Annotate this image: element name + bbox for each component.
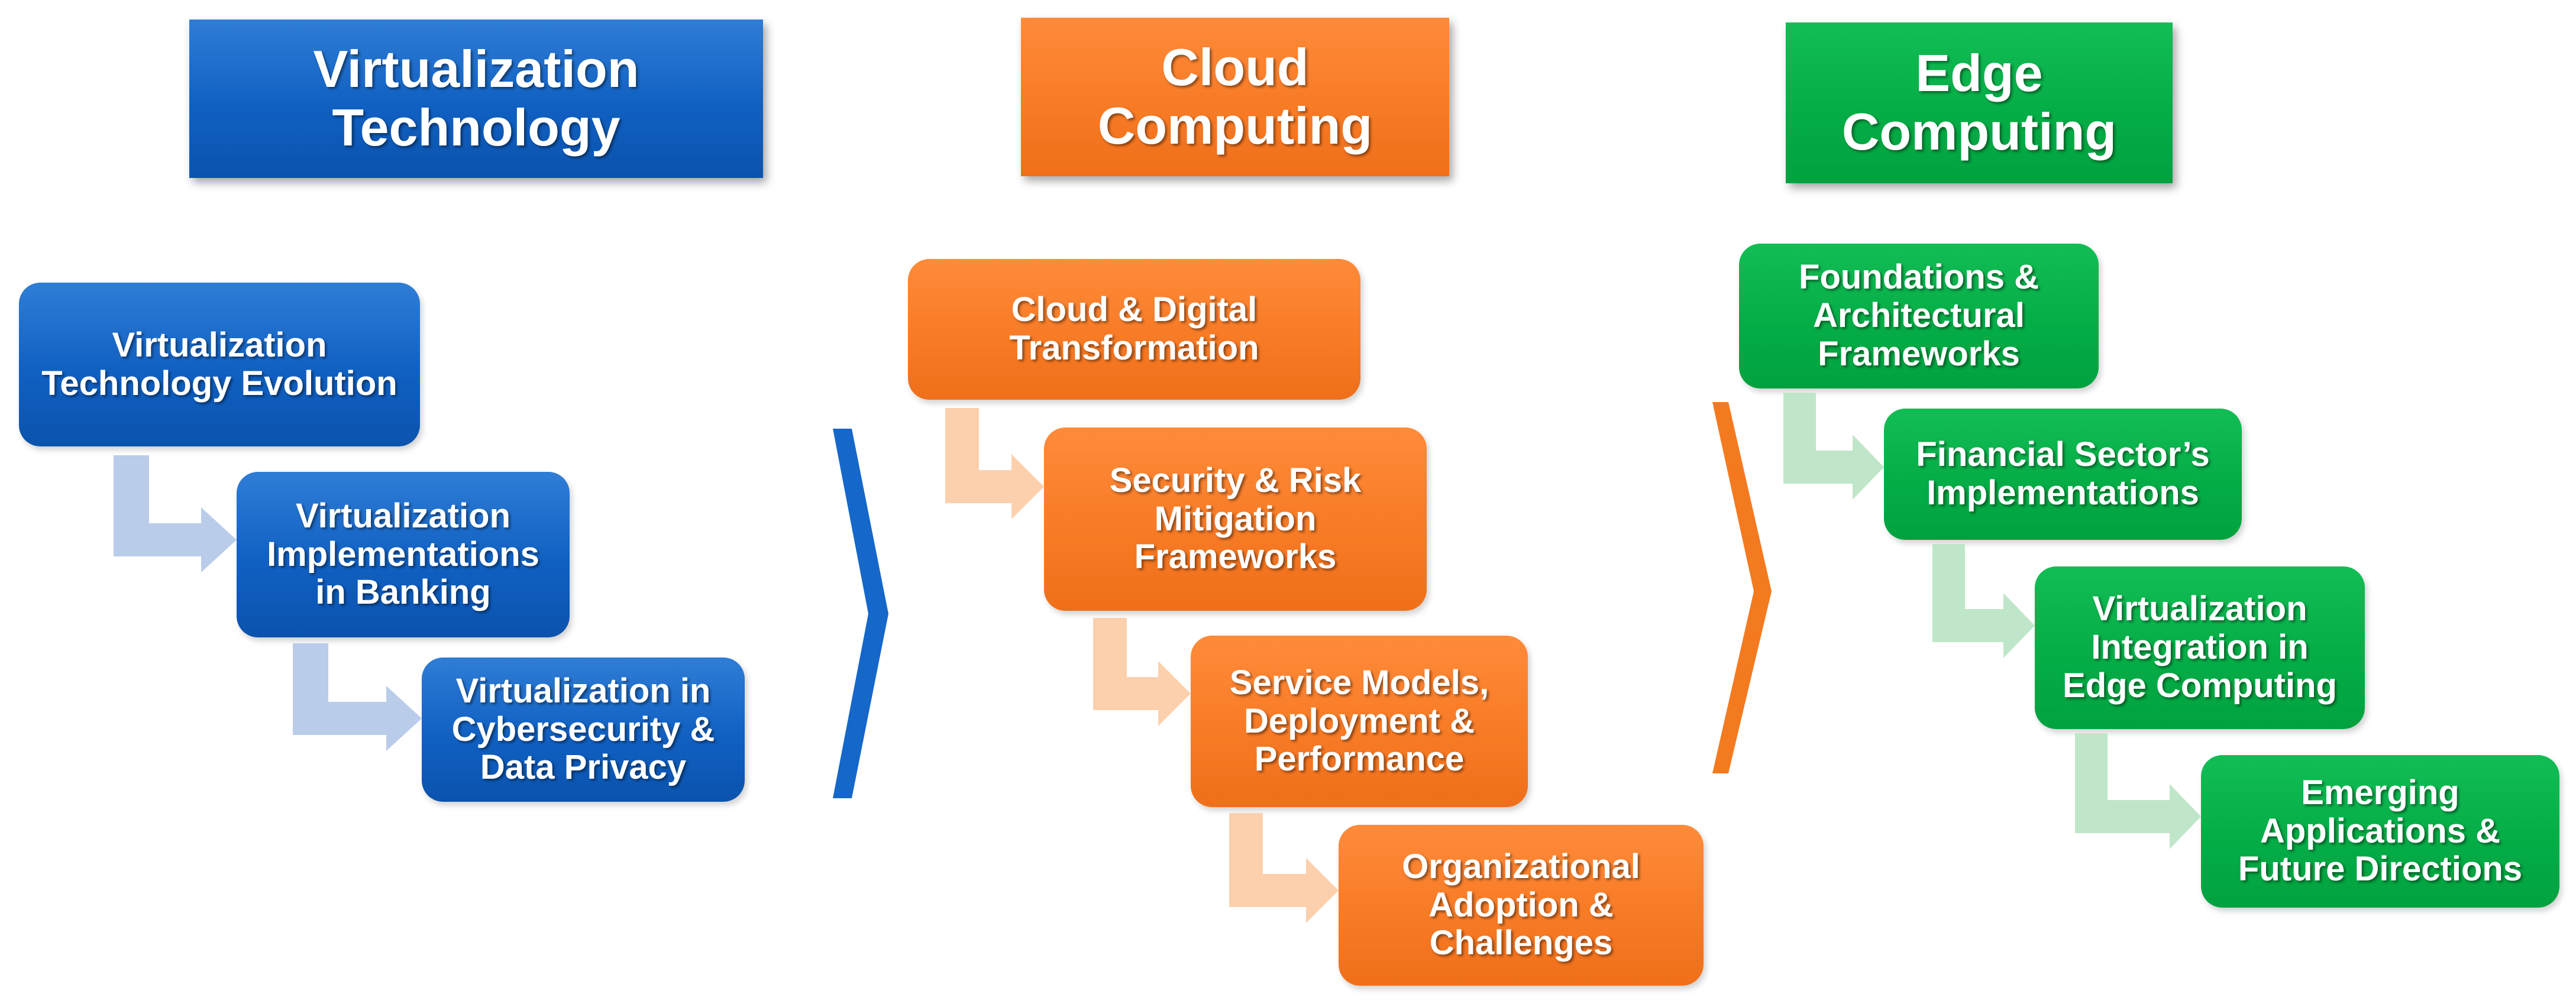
- bent-arrow-icon: [2075, 733, 2201, 849]
- bent-arrow-icon: [945, 408, 1044, 519]
- step-foundations-architectural-frameworks: Foundations & Architectural Frameworks: [1739, 244, 2099, 388]
- header-line: Virtualization: [313, 40, 639, 99]
- virtualization-technology-header: Virtualization Technology: [189, 20, 763, 178]
- cloud-computing-header: Cloud Computing: [1021, 18, 1449, 176]
- step-line: Frameworks: [1818, 334, 2020, 373]
- chevron-right-icon: [1712, 402, 1772, 773]
- step-line: Implementations: [1927, 474, 2199, 512]
- header-line: Computing: [1841, 102, 2117, 161]
- step-line: Edge Computing: [2063, 666, 2337, 705]
- edge-computing-header: Edge Computing: [1786, 22, 2173, 183]
- bent-arrow-icon: [1783, 393, 1884, 500]
- chevron-right-icon: [833, 429, 888, 798]
- step-line: Performance: [1254, 740, 1465, 779]
- step-line: Implementations: [267, 535, 539, 574]
- step-line: Virtualization: [2092, 590, 2307, 629]
- step-line: Adoption &: [1428, 885, 1614, 924]
- step-cloud-digital-transformation: Cloud & Digital Transformation: [908, 259, 1360, 400]
- step-line: Service Models,: [1229, 663, 1489, 702]
- step-line: Frameworks: [1134, 537, 1337, 577]
- bent-arrow-icon: [114, 455, 237, 572]
- step-virtualization-integration-edge: Virtualization Integration in Edge Compu…: [2035, 566, 2365, 729]
- bent-arrow-icon: [1229, 813, 1339, 923]
- step-line: Emerging: [2301, 773, 2459, 812]
- step-line: in Banking: [315, 573, 491, 612]
- step-line: Challenges: [1429, 924, 1613, 963]
- bent-arrow-icon: [1932, 544, 2035, 658]
- step-line: Deployment &: [1244, 701, 1475, 740]
- step-line: Applications &: [2260, 811, 2501, 850]
- step-line: Cybersecurity &: [451, 710, 715, 749]
- header-line: Computing: [1097, 96, 1373, 155]
- step-line: Virtualization in: [455, 671, 711, 710]
- step-line: Future Directions: [2238, 850, 2523, 889]
- step-organizational-adoption: Organizational Adoption & Challenges: [1339, 825, 1704, 986]
- step-service-models-deployment: Service Models, Deployment & Performance: [1191, 636, 1528, 807]
- step-line: Virtualization: [295, 496, 511, 535]
- header-line: Edge: [1915, 44, 2043, 103]
- step-line: Technology Evolution: [41, 364, 397, 403]
- step-line: Virtualization: [112, 325, 327, 364]
- step-line: Integration in: [2091, 628, 2309, 667]
- step-line: Foundations &: [1799, 258, 2039, 297]
- step-line: Architectural: [1813, 296, 2025, 335]
- header-line: Cloud: [1161, 38, 1309, 97]
- step-financial-sector-implementations: Financial Sector’s Implementations: [1884, 409, 2242, 540]
- step-virtualization-technology-evolution: Virtualization Technology Evolution: [19, 283, 420, 446]
- header-line: Technology: [332, 98, 620, 157]
- bent-arrow-icon: [1093, 618, 1191, 726]
- step-line: Transformation: [1009, 329, 1259, 367]
- step-line: Cloud & Digital: [1011, 290, 1258, 329]
- step-line: Mitigation: [1154, 499, 1317, 538]
- step-line: Organizational: [1402, 847, 1640, 886]
- step-virtualization-cybersecurity-data-privacy: Virtualization in Cybersecurity & Data P…: [422, 658, 745, 802]
- step-line: Financial Sector’s: [1916, 435, 2210, 474]
- step-virtualization-implementations-banking: Virtualization Implementations in Bankin…: [237, 472, 570, 637]
- step-line: Data Privacy: [480, 748, 687, 787]
- bent-arrow-icon: [293, 643, 422, 751]
- step-security-risk-mitigation: Security & Risk Mitigation Frameworks: [1044, 427, 1427, 611]
- step-emerging-applications-future: Emerging Applications & Future Direction…: [2201, 755, 2559, 908]
- step-line: Security & Risk: [1109, 461, 1362, 500]
